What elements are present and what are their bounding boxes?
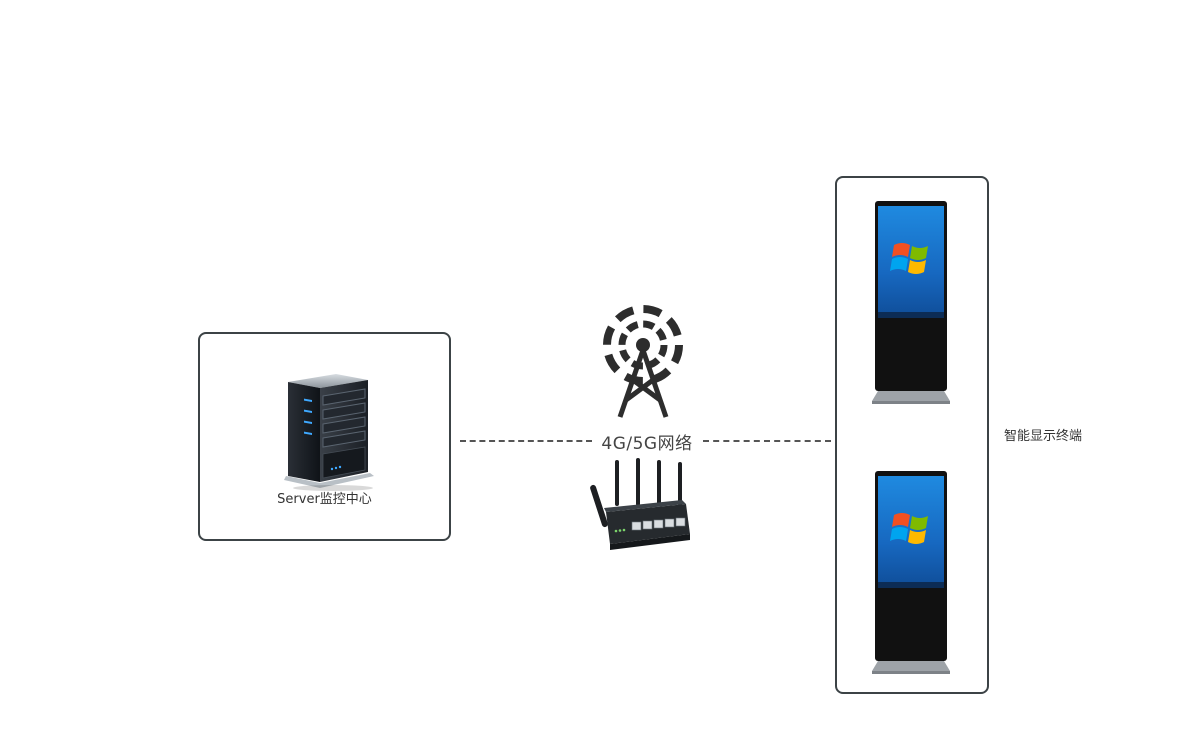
cell-tower-icon xyxy=(603,305,683,418)
kiosk-display-icon xyxy=(872,201,950,404)
server-label: Server监控中心 xyxy=(277,492,372,507)
server-monitoring-box: Server监控中心 xyxy=(198,332,451,541)
terminal-label: 智能显示终端 xyxy=(1004,429,1083,444)
connection-line-right xyxy=(703,440,831,442)
router-icon xyxy=(590,458,690,550)
server-icon xyxy=(284,374,374,491)
connection-line-left xyxy=(460,440,592,442)
kiosk-display-icon xyxy=(872,471,950,674)
network-label: 4G/5G网络 xyxy=(595,429,699,454)
terminal-group-box xyxy=(835,176,989,694)
